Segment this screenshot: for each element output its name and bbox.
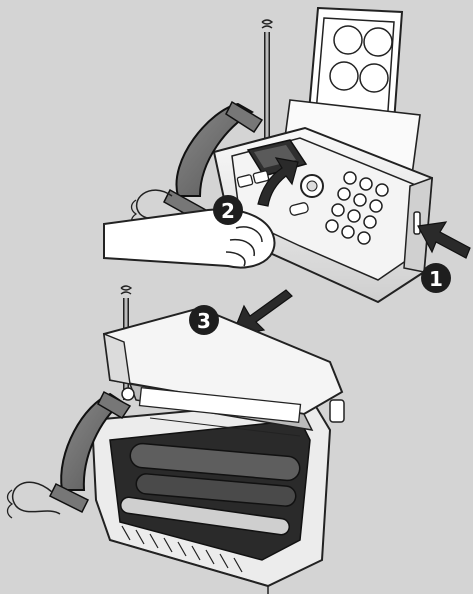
step-marker-1: 1 <box>421 263 451 293</box>
step-label-1: 1 <box>429 267 443 291</box>
fax-base-open <box>92 400 330 594</box>
antenna-top <box>262 20 272 140</box>
fax-machine-open <box>8 286 345 594</box>
fax-machine-closed <box>104 8 432 302</box>
hand-lifting-panel <box>104 209 274 267</box>
step-label-3: 3 <box>197 309 211 333</box>
step-label-2: 2 <box>221 199 235 223</box>
step-marker-3: 3 <box>189 305 219 335</box>
step-marker-2: 2 <box>213 195 243 225</box>
